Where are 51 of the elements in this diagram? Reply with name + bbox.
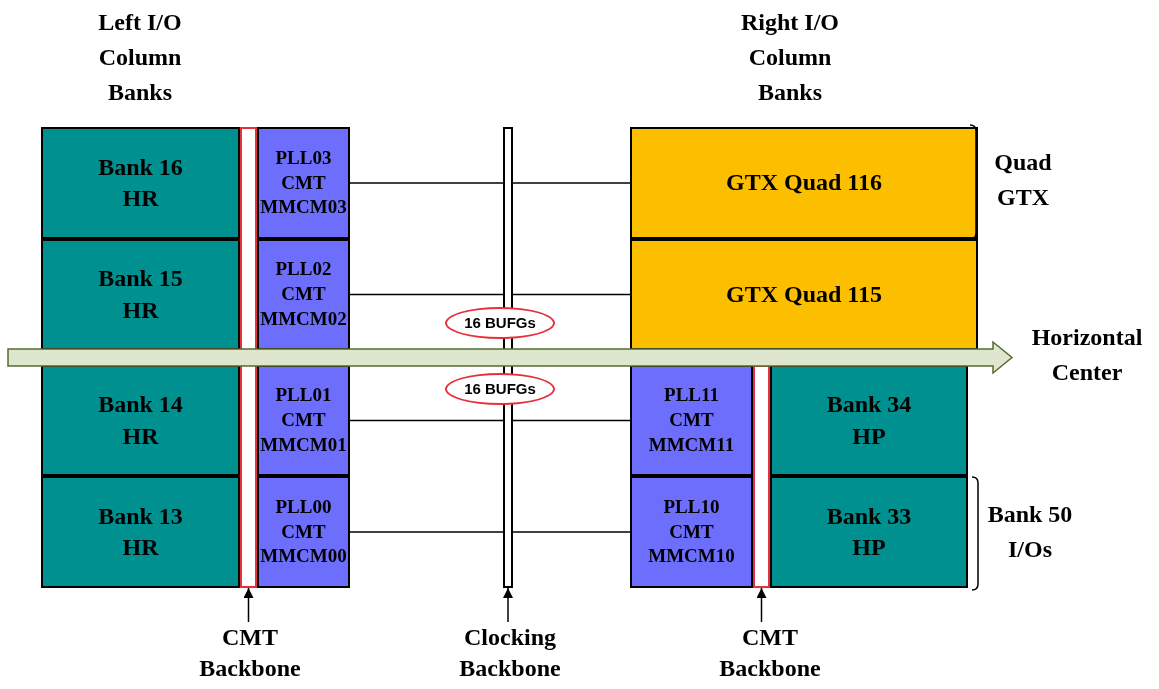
cmt-box <box>257 476 350 588</box>
node-label: Bank 13 HR <box>97 501 184 562</box>
io-bank-box <box>41 476 240 588</box>
connector-line <box>349 531 504 533</box>
connector-line <box>512 293 631 296</box>
node-label: PLL11 CMT MMCM11 <box>647 383 736 457</box>
connector-line <box>349 293 504 296</box>
cmt-box <box>257 365 350 476</box>
node-label: PLL10 CMT MMCM10 <box>647 494 736 569</box>
gtx-quad-box <box>630 239 978 350</box>
node-label: GTX Quad 116 <box>725 168 882 198</box>
heading-label: Right I/O Column Banks <box>740 8 840 107</box>
backbone-bar <box>240 127 257 588</box>
connector-line <box>349 419 504 422</box>
heading-label: Bank 50 I/Os <box>986 500 1074 564</box>
backbone-bar <box>753 365 770 588</box>
node-label: PLL00 CMT MMCM00 <box>259 494 348 569</box>
io-bank-box <box>41 127 240 239</box>
io-bank-box <box>41 239 240 350</box>
connector-line <box>512 419 631 422</box>
connector-line <box>512 182 631 184</box>
node-label: PLL01 CMT MMCM01 <box>259 383 348 457</box>
node-label: Bank 15 HR <box>97 264 184 325</box>
arrow <box>243 587 254 623</box>
io-bank-box <box>41 365 240 476</box>
node-label: PLL02 CMT MMCM02 <box>259 257 348 331</box>
node-label: Bank 34 HP <box>825 390 913 451</box>
heading-label: Left I/O Column Banks <box>97 8 183 107</box>
cmt-box <box>630 365 753 476</box>
heading-label: Horizontal Center <box>1030 323 1144 387</box>
cmt-box <box>257 127 350 239</box>
node-label: PLL03 CMT MMCM03 <box>259 145 348 220</box>
node-label: CMT Backbone <box>718 623 822 684</box>
node-label: 16 BUFGs <box>464 313 536 333</box>
node-label: Bank 33 HP <box>825 501 913 562</box>
connector-line <box>512 531 631 533</box>
cmt-box <box>257 239 350 350</box>
io-bank-box <box>770 476 968 588</box>
gtx-quad-box <box>630 127 978 239</box>
node-label: 16 BUFGs <box>464 379 536 399</box>
connector-line <box>349 182 504 184</box>
node-label: GTX Quad 115 <box>725 279 882 309</box>
io-bank-box <box>770 365 968 476</box>
arrow <box>503 587 513 623</box>
node-label: Bank 16 HR <box>97 152 184 213</box>
arrow <box>756 587 767 623</box>
heading-label: Quad GTX <box>993 148 1053 212</box>
node-label: CMT Backbone <box>198 623 302 684</box>
node-label: Bank 14 HR <box>97 390 184 451</box>
cmt-box <box>630 476 753 588</box>
node-label: Clocking Backbone <box>458 623 562 684</box>
